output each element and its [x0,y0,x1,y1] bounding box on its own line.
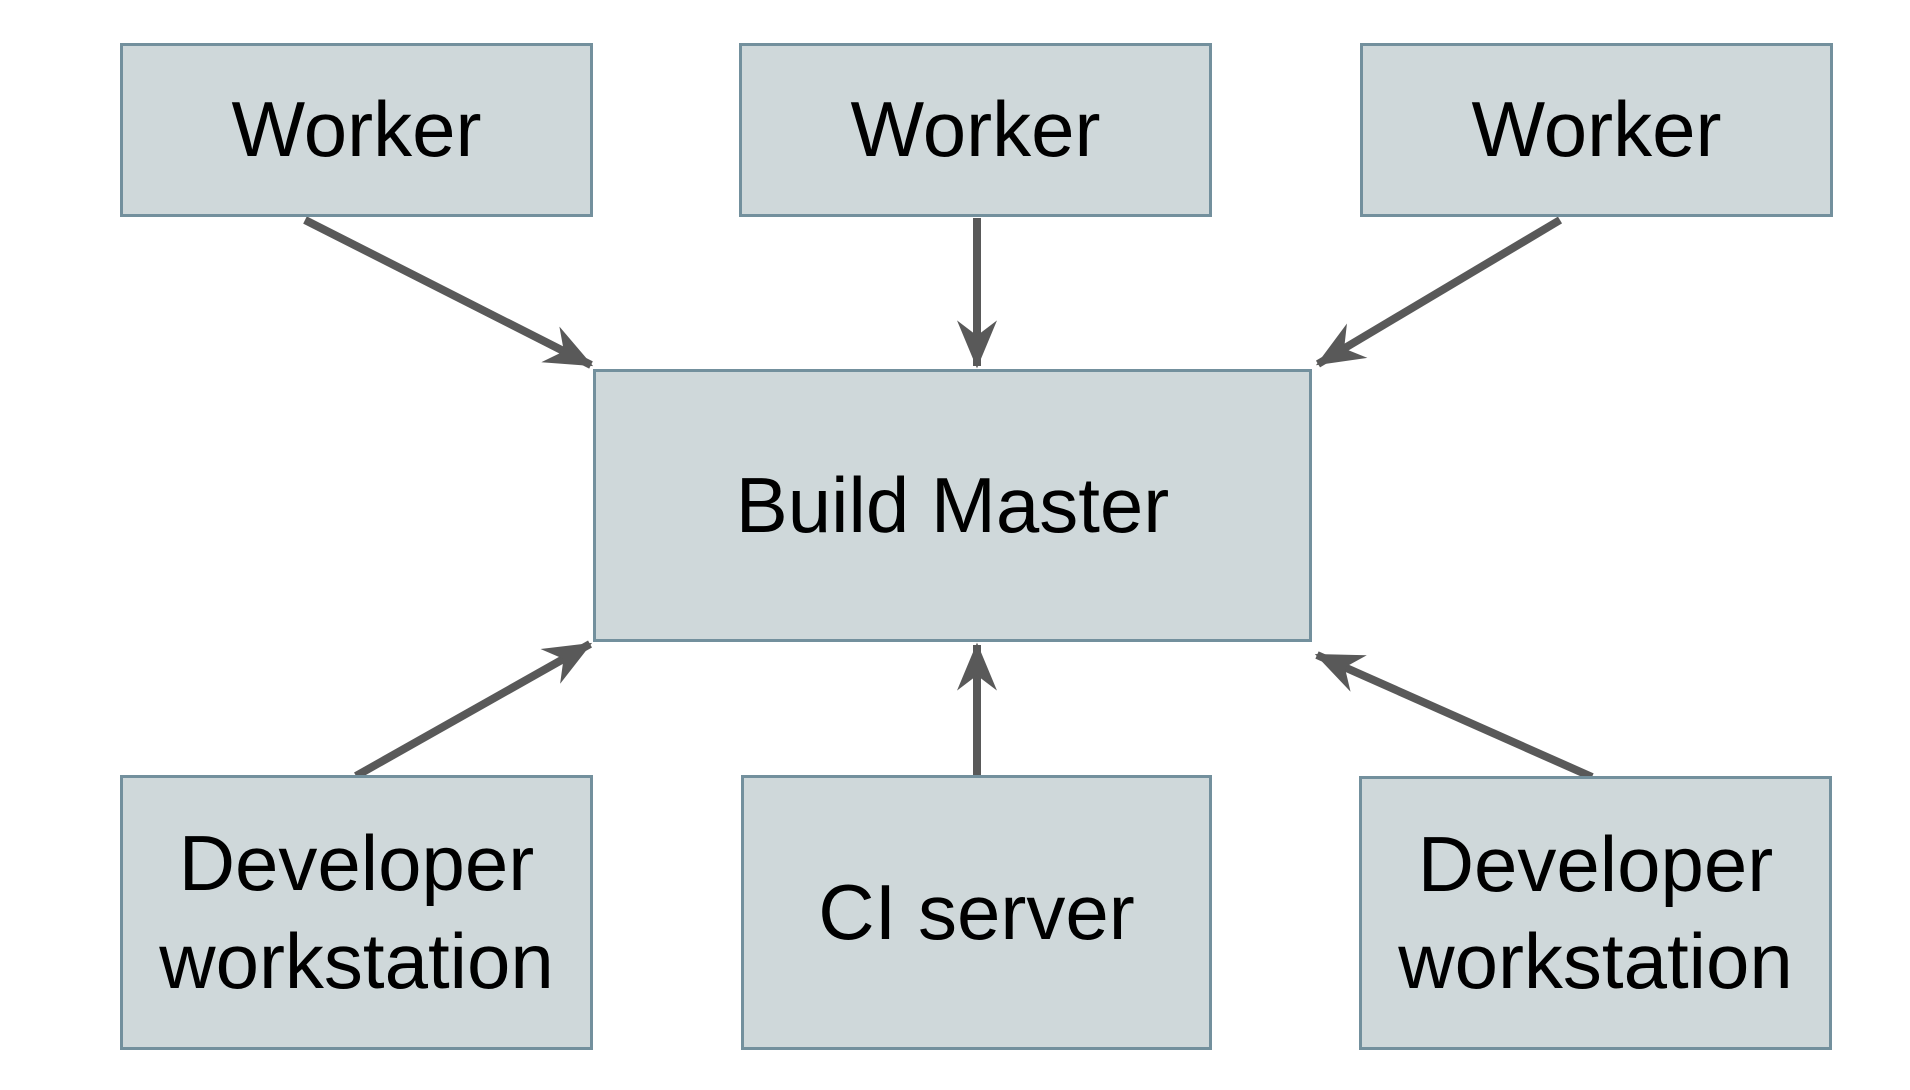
node-worker-3-label: Worker [1471,85,1722,174]
node-ci-server-label: CI server [818,867,1135,956]
node-worker-1: Worker [120,43,593,217]
node-build-master: Build Master [593,369,1312,642]
edge-worker-3-to-build-master [1315,216,1563,368]
edge-dev-workstation-left-to-build-master [354,640,593,780]
node-dev-workstation-left: Developer workstation [120,775,593,1050]
node-dev-workstation-left-label: Developer workstation [159,819,554,1005]
node-dev-workstation-right: Developer workstation [1359,776,1832,1050]
node-build-master-label: Build Master [735,460,1170,549]
edge-dev-workstation-right-to-build-master [1314,651,1594,781]
node-worker-1-label: Worker [231,85,482,174]
node-ci-server: CI server [741,775,1212,1050]
node-worker-3: Worker [1360,43,1833,217]
edge-worker-1-to-build-master [303,216,594,369]
node-worker-2-label: Worker [850,85,1101,174]
node-worker-2: Worker [739,43,1212,217]
node-dev-workstation-right-label: Developer workstation [1398,819,1793,1006]
